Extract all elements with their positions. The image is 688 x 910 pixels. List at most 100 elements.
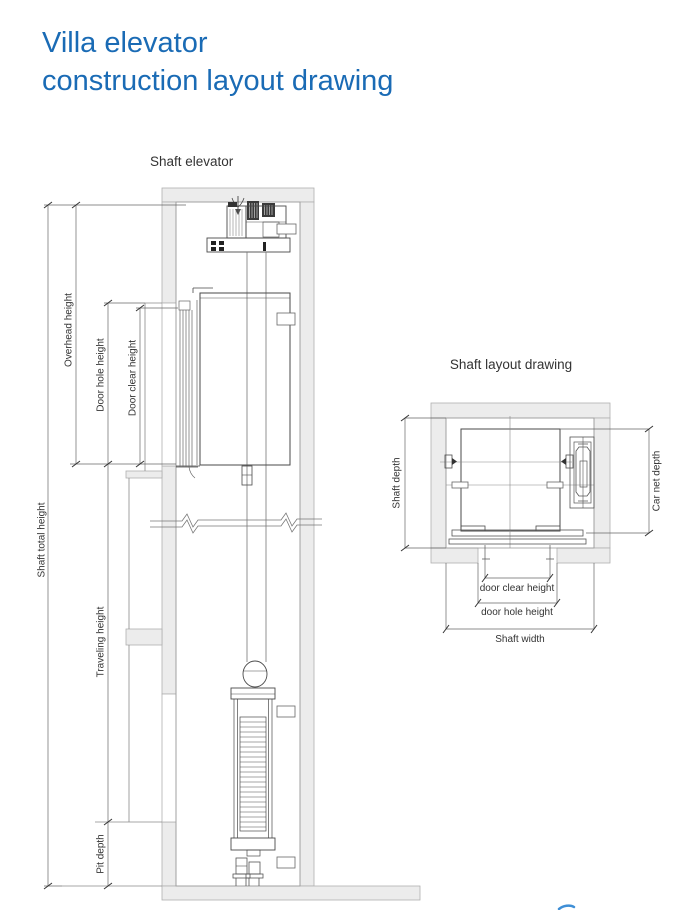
beam-bolts — [211, 241, 266, 251]
cw-plan-outer — [569, 436, 595, 509]
shaft-wall-left-lower — [161, 821, 177, 887]
rail-bracket-1 — [276, 312, 296, 326]
cw-frame-rails — [233, 699, 273, 838]
section-view-title: Shaft elevator — [150, 154, 234, 169]
landing-structure — [62, 302, 162, 887]
pit-floor-slab — [161, 885, 421, 901]
landing-door-sill — [448, 538, 587, 545]
rail-bracket-2 — [276, 705, 296, 718]
dim-label-plan-door-clear: door clear height — [480, 583, 555, 594]
plan-view-title: Shaft layout drawing — [450, 357, 572, 372]
dim-label-door-clear-height: Door clear height — [128, 340, 139, 416]
buffer-1-plate — [232, 873, 251, 879]
cw-weight-plates — [240, 721, 266, 828]
elevator-car-section — [176, 287, 291, 486]
door-panels — [179, 310, 193, 467]
car-body — [199, 292, 291, 466]
door-jamb-right — [546, 545, 554, 560]
plan-wall-left — [430, 417, 447, 549]
dim-label-traveling-height: Traveling height — [96, 606, 107, 677]
fin-block-a-stripes — [249, 203, 258, 218]
suspension-ropes — [246, 252, 267, 662]
counterweight-pulley — [242, 660, 268, 688]
shaft-wall-left-middle — [161, 465, 177, 695]
car-door-sill — [451, 529, 584, 537]
upper-door-opening — [161, 302, 177, 467]
fin-block-b-stripes — [264, 205, 273, 215]
rail-bracket-3 — [276, 856, 296, 869]
ext-car-net-depth — [560, 428, 649, 534]
plan-dimension-labels: Shaft depth Car net depth door clear hei… — [392, 451, 663, 645]
plan-wall-right — [593, 417, 611, 549]
plan-wall-bottom-left — [430, 547, 479, 564]
guide-rail-brackets — [276, 312, 296, 869]
car-plan — [440, 416, 594, 548]
ext-shaft-depth — [405, 417, 446, 549]
section-view: Shaft elevator — [37, 154, 421, 901]
dim-label-plan-door-hole: door hole height — [481, 607, 553, 618]
car-front-wall-right — [535, 525, 561, 532]
cw-plan-tbars — [578, 443, 588, 502]
page-title-line2: construction layout drawing — [42, 65, 394, 97]
ext-shaft-width — [445, 563, 595, 629]
dim-label-pit-depth: Pit depth — [96, 834, 107, 873]
door-fascia-curve — [188, 466, 196, 479]
cw-plan-frame — [573, 441, 592, 504]
page-title: Villa elevator construction layout drawi… — [42, 24, 393, 100]
lower-door-opening — [161, 693, 177, 823]
wall-bracket-top — [276, 223, 297, 235]
break-line-bottom — [150, 518, 322, 534]
cw-plan-core — [579, 460, 588, 488]
motor-hatch — [229, 209, 243, 236]
pit-buffers — [232, 857, 264, 886]
counterweight-plan — [569, 436, 595, 509]
fin-block-b — [262, 203, 275, 217]
dim-label-overhead-height: Overhead height — [64, 293, 75, 367]
door-header — [178, 300, 191, 311]
buffer-1-legs — [235, 878, 247, 886]
machine-beam — [206, 237, 291, 253]
upper-landing-wall — [144, 302, 162, 471]
motor-cap — [228, 202, 237, 207]
section-dimensions — [43, 201, 186, 890]
traction-machine — [206, 196, 297, 253]
dim-label-door-hole-height: Door hole height — [96, 338, 107, 412]
break-line-top — [150, 512, 322, 528]
car-front-wall-left — [460, 525, 486, 532]
partial-logo-mark — [557, 904, 576, 910]
guide-shoe-left-tip — [452, 458, 457, 465]
cw-foot — [246, 849, 261, 857]
ext-door-hole — [477, 563, 558, 603]
hook-arrow-head — [235, 209, 241, 215]
car-top-step — [192, 287, 213, 293]
dim-label-shaft-depth: Shaft depth — [392, 457, 403, 508]
ext-door-clear — [484, 559, 551, 578]
guide-shoe-right-tip — [561, 458, 566, 465]
shaft-walls-plan — [430, 402, 611, 564]
shaft-wall-left-upper — [161, 201, 177, 304]
dim-label-shaft-width: Shaft width — [495, 634, 544, 645]
guide-shoe-right — [565, 454, 574, 469]
cw-top-cap — [230, 687, 276, 700]
shaft-walls-section — [125, 187, 421, 901]
counterweight-section — [230, 660, 276, 857]
car-sill-line — [176, 465, 200, 468]
cw-bottom-cap — [230, 837, 276, 851]
rail-bracket-plan-left — [451, 481, 469, 489]
door-jamb-left — [482, 545, 490, 560]
break-lines — [150, 512, 322, 534]
dim-ticks-plan — [400, 414, 654, 634]
cw-weight-stack — [239, 716, 267, 832]
rail-bracket-plan-right — [546, 481, 564, 489]
cw-plan-capsule — [575, 446, 591, 497]
page-title-line1: Villa elevator — [42, 27, 208, 59]
buffer-2-legs — [248, 878, 260, 886]
shaft-inner-outline — [175, 201, 301, 887]
plan-wall-top — [430, 402, 611, 419]
dim-ticks-section — [43, 201, 145, 890]
landing-slab-lower — [125, 628, 163, 646]
buffer-2-body — [248, 861, 261, 875]
section-dimension-labels: Shaft total height Overhead height Door … — [37, 293, 139, 874]
plan-wall-bottom-right — [556, 547, 611, 564]
